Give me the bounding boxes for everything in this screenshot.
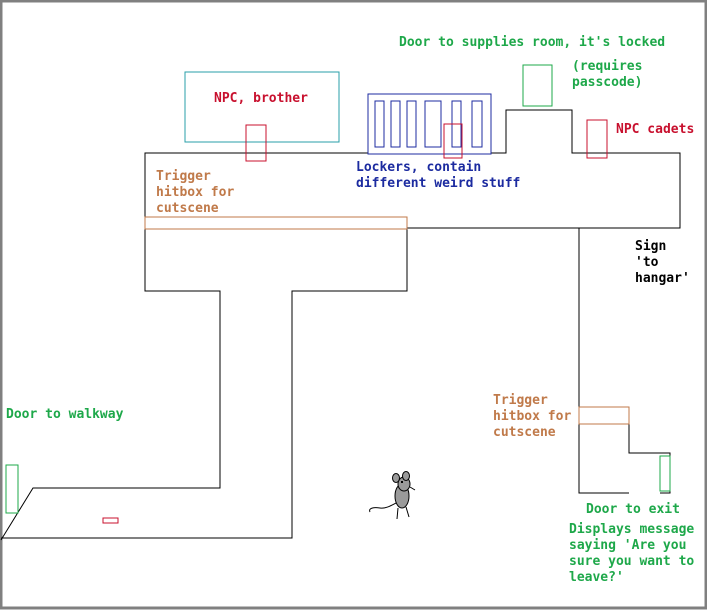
trigger-hitbox-upper [144,216,408,230]
corridor-walls [0,109,681,541]
npc-brother-marker [245,124,267,162]
exit-door [659,455,671,492]
supplies-door [522,64,553,107]
walkway-door [5,464,19,514]
exit-message-label: Displays message saying 'Are you sure yo… [569,522,695,585]
trigger-hitbox-lower [578,406,630,425]
lockers-label: Lockers, contain different weird stuff [356,160,521,191]
npc-locker-marker [443,123,463,159]
supplies-passcode-label: (requires passcode) [572,59,643,90]
supplies-door-label: Door to supplies room, it's locked [399,35,666,50]
npc-brother-room [184,71,340,143]
npc-cadets-marker [586,119,608,159]
mouse-icon [369,471,416,520]
npc-cadets-label: NPC cadets [616,122,695,137]
trigger-lower-label: Trigger hitbox for cutscene [493,393,572,440]
lockers [367,93,492,155]
trigger-upper-label: Trigger hitbox for cutscene [156,169,235,216]
sign-hangar-label: Sign 'to hangar' [635,239,690,286]
door-exit-label: Door to exit [586,502,680,517]
door-walkway-label: Door to walkway [6,407,124,422]
npc-brother-label: NPC, brother [214,91,308,106]
small-marker [102,517,119,524]
